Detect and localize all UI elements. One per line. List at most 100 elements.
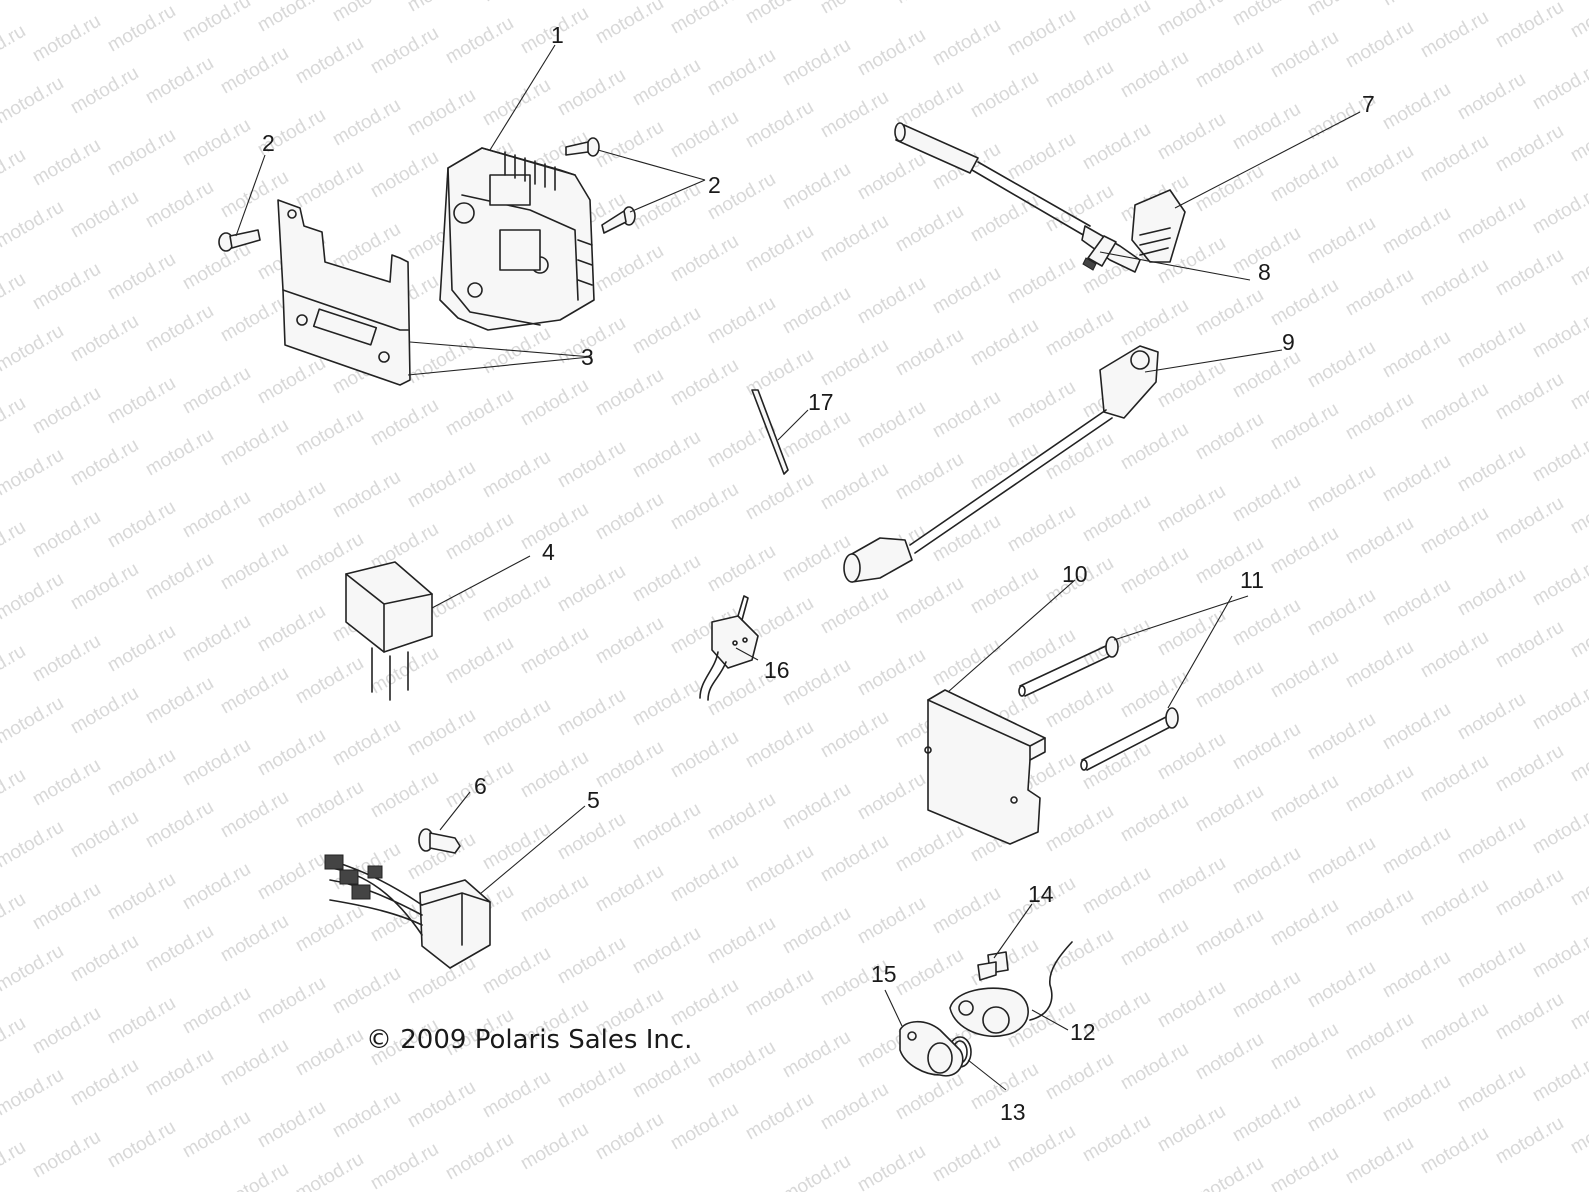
watermark-text: motod.ru bbox=[479, 695, 554, 751]
watermark-text: motod.ru bbox=[1042, 1049, 1117, 1105]
watermark-text: motod.ru bbox=[29, 507, 104, 563]
watermark-text: motod.ru bbox=[854, 645, 929, 701]
watermark-text: motod.ru bbox=[667, 107, 742, 163]
watermark-text: motod.ru bbox=[1004, 253, 1079, 309]
watermark-text: motod.ru bbox=[1492, 1113, 1567, 1169]
watermark-text: motod.ru bbox=[854, 149, 929, 205]
watermark-text: motod.ru bbox=[29, 1003, 104, 1059]
watermark-text: motod.ru bbox=[104, 745, 179, 801]
watermark-text: motod.ru bbox=[704, 45, 779, 101]
watermark-text: motod.ru bbox=[1042, 305, 1117, 361]
watermark-text: motod.ru bbox=[1154, 0, 1229, 40]
part-14-screw bbox=[977, 951, 1009, 981]
watermark-text: motod.ru bbox=[554, 933, 629, 989]
watermark-text: motod.ru bbox=[329, 467, 404, 523]
watermark-text: motod.ru bbox=[142, 1045, 217, 1101]
callout-2-left: 2 bbox=[262, 130, 275, 156]
part-11-bolt-upper bbox=[1018, 636, 1119, 697]
watermark-text: motod.ru bbox=[667, 479, 742, 535]
watermark-text: motod.ru bbox=[1304, 709, 1379, 765]
watermark-text: motod.ru bbox=[629, 427, 704, 483]
watermark-text: motod.ru bbox=[404, 1077, 479, 1133]
watermark-text: motod.ru bbox=[929, 511, 1004, 567]
watermark-text: motod.ru bbox=[554, 685, 629, 741]
watermark-text: motod.ru bbox=[0, 1013, 29, 1069]
watermark-text: motod.ru bbox=[0, 817, 67, 873]
watermark-text: motod.ru bbox=[254, 849, 329, 905]
watermark-text: motod.ru bbox=[1417, 7, 1492, 63]
watermark-text: motod.ru bbox=[254, 973, 329, 1029]
watermark-text: motod.ru bbox=[329, 963, 404, 1019]
watermark-text: motod.ru bbox=[1192, 905, 1267, 961]
part-11-bolt-lower bbox=[1080, 707, 1179, 771]
watermark-text: motod.ru bbox=[667, 975, 742, 1031]
watermark-text: motod.ru bbox=[1117, 47, 1192, 103]
watermark-text: motod.ru bbox=[1492, 245, 1567, 301]
part-2-screw-mid bbox=[601, 206, 636, 234]
watermark-text: motod.ru bbox=[142, 53, 217, 109]
copyright-text: © 2009 Polaris Sales Inc. bbox=[366, 1025, 692, 1055]
watermark-text: motod.ru bbox=[1454, 1061, 1529, 1117]
part-9-cable bbox=[843, 345, 1159, 583]
watermark-text: motod.ru bbox=[1229, 719, 1304, 775]
watermark-text: motod.ru bbox=[592, 0, 667, 48]
watermark-text: motod.ru bbox=[892, 573, 967, 629]
watermark-text: motod.ru bbox=[1042, 677, 1117, 733]
watermark-text: motod.ru bbox=[1079, 491, 1154, 547]
watermark-text: motod.ru bbox=[1192, 1153, 1267, 1192]
watermark-text: motod.ru bbox=[779, 1151, 854, 1192]
watermark-text: motod.ru bbox=[1454, 441, 1529, 497]
watermark-text: motod.ru bbox=[479, 75, 554, 131]
watermark-text: motod.ru bbox=[1154, 853, 1229, 909]
watermark-text: motod.ru bbox=[1117, 1039, 1192, 1095]
watermark-text: motod.ru bbox=[1117, 543, 1192, 599]
watermark-text: motod.ru bbox=[217, 539, 292, 595]
watermark-text: motod.ru bbox=[1567, 111, 1589, 167]
watermark-text: motod.ru bbox=[0, 321, 67, 377]
watermark-text: motod.ru bbox=[1492, 0, 1567, 52]
watermark-text: motod.ru bbox=[1192, 37, 1267, 93]
callout-1: 1 bbox=[551, 22, 564, 48]
watermark-text: motod.ru bbox=[592, 613, 667, 669]
watermark-text: motod.ru bbox=[404, 457, 479, 513]
watermark-text: motod.ru bbox=[967, 191, 1042, 247]
leader-lines bbox=[235, 44, 1361, 1091]
watermark-text: motod.ru bbox=[742, 221, 817, 277]
watermark-text: motod.ru bbox=[1379, 575, 1454, 631]
watermark-text: motod.ru bbox=[929, 1131, 1004, 1187]
watermark-text: motod.ru bbox=[1492, 741, 1567, 797]
watermark-text: motod.ru bbox=[1492, 121, 1567, 177]
watermark-text: motod.ru bbox=[1304, 0, 1379, 20]
watermark-text: motod.ru bbox=[592, 489, 667, 545]
watermark-text: motod.ru bbox=[367, 147, 442, 203]
watermark-text: motod.ru bbox=[254, 1097, 329, 1153]
watermark-text: motod.ru bbox=[779, 779, 854, 835]
watermark-text: motod.ru bbox=[1267, 27, 1342, 83]
watermark-text: motod.ru bbox=[1454, 69, 1529, 125]
watermark-text: motod.ru bbox=[1079, 1111, 1154, 1167]
watermark-text: motod.ru bbox=[104, 497, 179, 553]
watermark-text: motod.ru bbox=[1154, 109, 1229, 165]
watermark-text: motod.ru bbox=[67, 187, 142, 243]
part-15-gasket bbox=[899, 1020, 964, 1077]
watermark-text: motod.ru bbox=[892, 1069, 967, 1125]
watermark-text: motod.ru bbox=[1267, 275, 1342, 331]
watermark-text: motod.ru bbox=[404, 85, 479, 141]
watermark-text: motod.ru bbox=[704, 541, 779, 597]
watermark-text: motod.ru bbox=[0, 569, 67, 625]
watermark-text: motod.ru bbox=[254, 601, 329, 657]
watermark-text: motod.ru bbox=[929, 635, 1004, 691]
watermark-text: motod.ru bbox=[854, 273, 929, 329]
watermark-text: motod.ru bbox=[1417, 627, 1492, 683]
callout-15: 15 bbox=[871, 961, 897, 987]
watermark-text: motod.ru bbox=[629, 1047, 704, 1103]
watermark-text: motod.ru bbox=[1379, 699, 1454, 755]
watermark-text: motod.ru bbox=[292, 157, 367, 213]
watermark-text: motod.ru bbox=[1342, 1133, 1417, 1189]
callout-10: 10 bbox=[1062, 561, 1088, 587]
watermark-text: motod.ru bbox=[779, 655, 854, 711]
watermark-text: motod.ru bbox=[892, 0, 967, 8]
watermark-text: motod.ru bbox=[1529, 927, 1589, 983]
watermark-text: motod.ru bbox=[1417, 131, 1492, 187]
